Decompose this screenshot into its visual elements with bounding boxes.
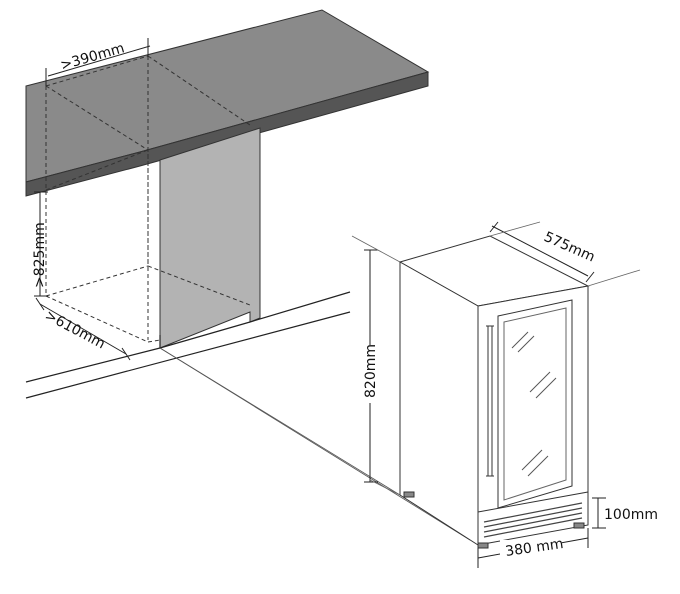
cooler-foot-front-right [573, 522, 585, 529]
floor-lines [25, 291, 351, 399]
niche-height-label: >825mm [32, 222, 48, 288]
floor-line-front [25, 291, 351, 383]
door-handle [487, 325, 493, 477]
cooler-foot-back [403, 491, 415, 498]
niche-height-dimension: >825mm [32, 191, 48, 297]
glass-reflection-marks [511, 331, 557, 477]
appliance-depth-label: 575mm [541, 229, 597, 266]
cooler-glass-inner [503, 307, 567, 501]
appliance-height-dimension: 820mm [351, 235, 401, 496]
niche-outline [45, 55, 251, 343]
plinth-vents [483, 502, 583, 538]
projection-lines [159, 347, 471, 541]
wine-cooler [398, 235, 590, 549]
niche-depth-dimension: >610mm [35, 297, 131, 361]
appliance-dimensions: 575mm 820mm 100mm 380 mm [351, 221, 658, 568]
appliance-height-label: 820mm [363, 344, 379, 398]
cooler-glass-panel [497, 299, 573, 509]
cooler-side [399, 261, 479, 546]
appliance-plinth-label: 100mm [604, 507, 658, 523]
appliance-plinth-dimension: 100mm [592, 497, 658, 529]
cabinet-side-wall [159, 127, 261, 349]
appliance-width-dimension: 380 mm [477, 528, 589, 568]
countertop [25, 9, 430, 197]
floor-line-back [25, 311, 351, 399]
niche-depth-label: >610mm [42, 307, 108, 352]
cooler-foot-front-left [477, 542, 489, 549]
countertop-front-edge [25, 71, 429, 197]
cooler-plinth [477, 491, 589, 546]
